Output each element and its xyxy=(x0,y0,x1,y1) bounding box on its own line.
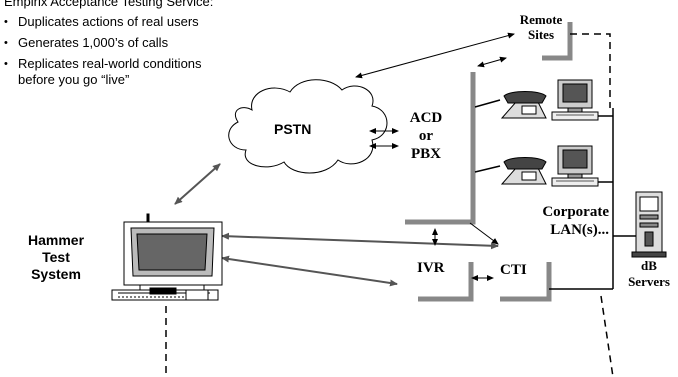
db-label-line: dB xyxy=(641,258,657,273)
acd-cti-arrow xyxy=(469,222,499,245)
hammer-label-line: Test xyxy=(42,249,70,265)
hammer-label-line: System xyxy=(31,266,81,282)
hammer-system-label: Hammer Test System xyxy=(12,232,100,283)
hammer-label-line: Hammer xyxy=(27,232,85,248)
db-server-icon xyxy=(631,191,667,258)
hammer-pstn-arrow xyxy=(174,163,221,205)
ivr-wall xyxy=(418,262,474,302)
acd-label-line: or xyxy=(418,128,434,144)
cti-label: CTI xyxy=(500,262,527,278)
acd-pbx-wall xyxy=(405,72,476,225)
keyboard-icon xyxy=(551,111,599,121)
acd-remote-arrow xyxy=(477,56,507,68)
acd-label-line: PBX xyxy=(411,146,441,162)
acd-phone2-link xyxy=(474,165,501,173)
agent-station-1 xyxy=(500,79,599,121)
corporate-lan-label: Corporate LAN(s)... xyxy=(527,203,609,239)
acd-label-line: ACD xyxy=(409,110,443,126)
bullet-item: Generates 1,000’s of calls xyxy=(4,35,202,51)
bullet-item: Replicates real-world conditions xyxy=(4,56,202,72)
remote-dashed-link xyxy=(570,33,611,108)
acd-phone1-link xyxy=(474,99,501,108)
acd-pbx-label: ACD or PBX xyxy=(405,109,447,163)
page-title: Empirix Acceptance Testing Service: xyxy=(4,0,214,9)
remote-label-line: Sites xyxy=(528,27,554,42)
keyboard-icon xyxy=(551,177,599,187)
bullet-item-continuation: before you go “live” xyxy=(18,72,130,87)
corporate-label-line: Corporate xyxy=(542,204,609,220)
bullet-item: Duplicates actions of real users xyxy=(4,14,202,30)
pstn-remote-arrow xyxy=(355,32,515,79)
db-servers-label: dB Servers xyxy=(620,258,678,290)
corporate-label-line: LAN(s)... xyxy=(550,222,609,238)
ivr-label: IVR xyxy=(417,260,445,276)
agent-station-2 xyxy=(500,145,599,187)
remote-label-line: Remote xyxy=(519,12,563,27)
cti-wall xyxy=(500,262,552,302)
bullet-list: Duplicates actions of real users Generat… xyxy=(4,14,202,88)
lan-dashed-line xyxy=(600,295,614,377)
remote-sites-label: Remote Sites xyxy=(512,12,570,42)
db-label-line: Servers xyxy=(628,274,670,289)
pstn-label: PSTN xyxy=(274,121,312,137)
hammer-ivr-arrow xyxy=(221,255,398,287)
hammer-cti-arrow xyxy=(221,232,499,250)
hammer-computer-icon xyxy=(111,213,223,301)
pstn-cloud xyxy=(228,79,388,174)
